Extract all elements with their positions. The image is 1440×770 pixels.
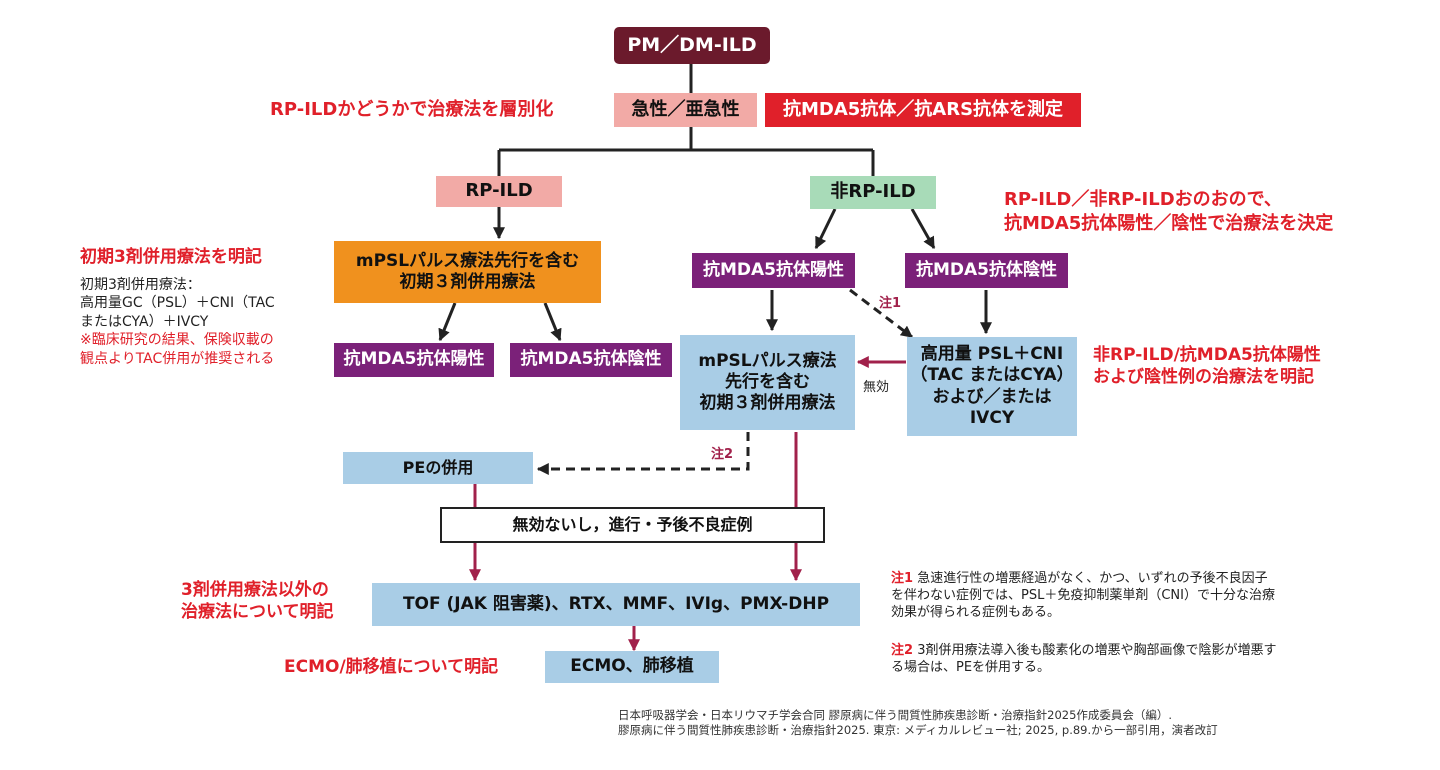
- footnote1-text-1: 急速進行性の増悪経過がなく、かつ、いずれの予後不良因子: [917, 571, 1268, 586]
- note2-dashed-arrow: [536, 432, 750, 475]
- nrp-mda5-negative-box: 抗MDA5抗体陰性: [905, 253, 1068, 288]
- note-decide-line-1: RP-ILD／非RP-ILDおのおので、: [1004, 189, 1282, 210]
- rp-mda5-positive-box: 抗MDA5抗体陽性: [334, 343, 494, 377]
- note-other: 3剤併用療法以外の 治療法について明記: [181, 579, 334, 624]
- triple-desc-line-3: またはCYA）＋IVCY: [80, 313, 209, 330]
- note1-dashed-arrow: [849, 288, 913, 339]
- nrp-pulse-line-1: mPSLパルス療法: [698, 350, 837, 371]
- high-dose-line-1: 高用量 PSL＋CNI: [920, 344, 1064, 364]
- footnote2-text-1: 3剤併用療法導入後も酸素化の増悪や胸部画像で陰影が増悪す: [917, 643, 1277, 658]
- nrp-pulse-line-3: 初期３剤併用療法: [699, 393, 836, 414]
- footnote-1: 注1 急速進行性の増悪経過がなく、かつ、いずれの予後不良因子 を伴わない症例では…: [891, 570, 1275, 621]
- footnote2-label: 注2: [891, 643, 914, 658]
- footnote1-line-2: を伴わない症例では、PSL＋免疫抑制薬単剤（CNI）で十分な治療: [891, 588, 1275, 604]
- rp-treatment-line-1: mPSLパルス療法先行を含む: [355, 250, 580, 271]
- high-dose-line-2: （TAC またはCYA）: [910, 365, 1074, 386]
- footnote-2: 注2 3剤併用療法導入後も酸素化の増悪や胸部画像で陰影が増悪す る場合は、PEを…: [891, 642, 1276, 676]
- note1-label: 注1: [879, 296, 902, 311]
- footnote2-line-2: る場合は、PEを併用する。: [891, 660, 1051, 676]
- nrp-pulse-line-2: 先行を含む: [725, 371, 810, 392]
- nonrp-to-pos-arrow: [814, 208, 837, 250]
- rp-mda5-negative-box: 抗MDA5抗体陰性: [510, 343, 672, 377]
- triple-description: 初期3剤併用療法： 高用量GC（PSL）＋CNI（TAC またはCYA）＋IVC…: [80, 276, 275, 368]
- footnote1-line-3: 効果が得られる症例もある。: [891, 605, 1061, 621]
- rp-treatment-line-2: 初期３剤併用療法: [399, 272, 536, 292]
- citation: 日本呼吸器学会・日本リウマチ学会合同 膠原病に伴う間質性肺疾患診断・治療指針20…: [618, 708, 1218, 738]
- triple-desc-line-1: 初期3剤併用療法：: [80, 277, 201, 293]
- note-other-line-2: 治療法について明記: [181, 602, 334, 623]
- note-decide: RP-ILD／非RP-ILDおのおので、 抗MDA5抗体陽性／陰性で治療法を決定: [1004, 188, 1333, 236]
- high-dose-line-3: および／または: [932, 386, 1052, 407]
- citation-line-2: 膠原病に伴う間質性肺疾患診断・治療指針2025. 東京: メディカルレビュー社;…: [618, 723, 1218, 738]
- triple-recommend-line-2: 観点よりTAC併用が推奨される: [80, 350, 275, 367]
- antibody-measure-box: 抗MDA5抗体／抗ARS抗体を測定: [765, 93, 1081, 127]
- note-stratify: RP-ILDかどうかで治療法を層別化: [270, 99, 554, 120]
- progress-box: 無効ないし，進行・予後不良症例: [440, 507, 825, 543]
- triple-recommend-line-1: ※臨床研究の結果、保険収載の: [80, 332, 274, 349]
- high-dose-line-4: IVCY: [969, 407, 1015, 428]
- treatment-to-neg-arrow: [543, 302, 562, 342]
- other-treatments-box: TOF (JAK 阻害薬)、RTX、MMF、IVIg、PMX-DHP: [372, 583, 860, 626]
- rp-treatment-box: mPSLパルス療法先行を含む 初期３剤併用療法: [334, 241, 601, 303]
- note-decide-line-2: 抗MDA5抗体陽性／陰性で治療法を決定: [1004, 212, 1334, 234]
- note-nonrp: 非RP-ILD/抗MDA5抗体陽性 および陰性例の治療法を明記: [1093, 344, 1321, 389]
- footnote1-label: 注1: [891, 571, 914, 586]
- non-rp-ild-box: 非RP-ILD: [810, 176, 936, 209]
- nrp-mda5-positive-box: 抗MDA5抗体陽性: [692, 253, 855, 288]
- note-other-line-1: 3剤併用療法以外の: [181, 580, 329, 600]
- footnote2-line-1: 注2 3剤併用療法導入後も酸素化の増悪や胸部画像で陰影が増悪す: [891, 642, 1276, 659]
- nonrp-to-neg-arrow: [910, 208, 936, 250]
- citation-line-1: 日本呼吸器学会・日本リウマチ学会合同 膠原病に伴う間質性肺疾患診断・治療指針20…: [618, 708, 1173, 722]
- triple-desc-line-2: 高用量GC（PSL）＋CNI（TAC: [80, 295, 275, 312]
- nrp-pulse-box: mPSLパルス療法 先行を含む 初期３剤併用療法: [680, 335, 855, 430]
- ineffective-label: 無効: [863, 380, 890, 395]
- treatment-to-pos-arrow: [438, 302, 457, 342]
- ecmo-box: ECMO、肺移植: [545, 651, 719, 683]
- stage1-box: 急性／亜急性: [614, 93, 757, 127]
- note-nonrp-line-1: 非RP-ILD/抗MDA5抗体陽性: [1093, 345, 1321, 365]
- high-dose-box: 高用量 PSL＋CNI （TAC またはCYA） および／または IVCY: [907, 337, 1077, 436]
- footnote1-line-1: 注1 急速進行性の増悪経過がなく、かつ、いずれの予後不良因子: [891, 570, 1275, 587]
- note-ecmo: ECMO/肺移植について明記: [284, 657, 499, 677]
- note-nonrp-line-2: および陰性例の治療法を明記: [1093, 367, 1314, 388]
- root-box: PM／DM-ILD: [614, 27, 770, 64]
- note-triple-title: 初期3剤併用療法を明記: [80, 247, 262, 267]
- note2-label: 注2: [711, 447, 734, 462]
- rp-ild-box: RP-ILD: [436, 176, 562, 207]
- pe-box: PEの併用: [343, 452, 533, 484]
